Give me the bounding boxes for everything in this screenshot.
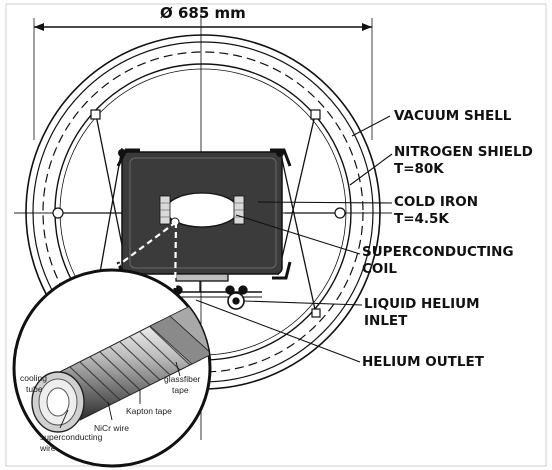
diameter-value: 685 mm: [178, 4, 246, 22]
svg-text:tube: tube: [26, 384, 43, 394]
inset-superconducting-wire-label: superconducting wire: [39, 432, 103, 453]
inset-nicr-wire-label: NiCr wire: [94, 423, 129, 433]
inset-glassfiber-tape-label: glassfiber tape: [164, 374, 201, 395]
frame-border: [5, 3, 547, 467]
inset-cooling-tube-label: cooling tube: [20, 373, 47, 394]
svg-text:cooling: cooling: [20, 373, 47, 383]
svg-text:superconducting: superconducting: [40, 432, 103, 442]
label-superconducting-coil: SUPERCONDUCTING COIL: [362, 244, 514, 277]
label-liquid-helium-inlet: LIQUID HELIUM INLET: [364, 296, 480, 329]
mount-points: [52, 109, 346, 318]
inset-magnifier: cooling tube superconducting wire NiCr w…: [12, 268, 212, 468]
cold-iron: [116, 148, 292, 280]
diameter-dimension: Ø 685 mm: [160, 4, 246, 22]
zoom-lines: [91, 221, 178, 301]
label-helium-outlet: HELIUM OUTLET: [362, 354, 484, 370]
svg-text:tape: tape: [172, 385, 189, 395]
label-nitrogen-shield: NITROGEN SHIELD T=80K: [394, 144, 533, 177]
leader-lines: [195, 115, 393, 363]
svg-text:glassfiber: glassfiber: [164, 374, 201, 384]
svg-text:wire: wire: [39, 443, 56, 453]
label-vacuum-shell: VACUUM SHELL: [394, 108, 512, 124]
dimension-line: [33, 18, 373, 140]
inset-kapton-tape-label: Kapton tape: [126, 406, 172, 416]
label-cold-iron: COLD IRON T=4.5K: [394, 194, 479, 227]
diameter-symbol: Ø: [160, 4, 173, 22]
